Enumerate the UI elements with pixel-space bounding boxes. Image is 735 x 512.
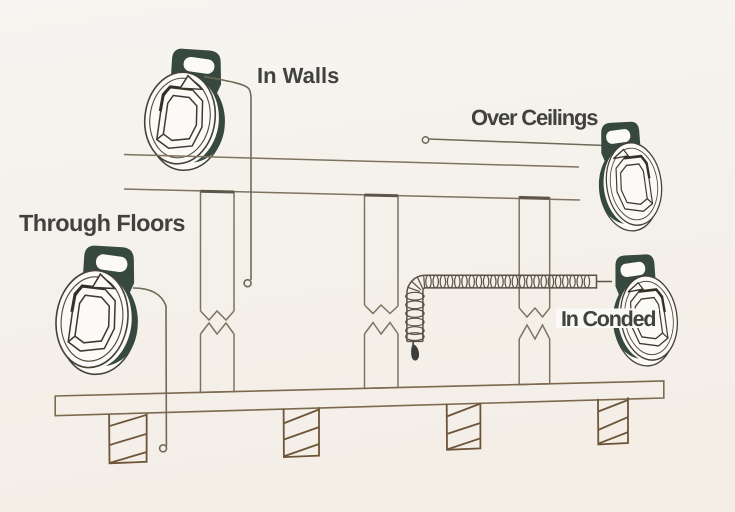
svg-text:Through Floors: Through Floors <box>19 210 185 236</box>
svg-text:Over Ceilings: Over Ceilings <box>471 105 598 130</box>
svg-text:In Conded: In Conded <box>561 307 655 331</box>
svg-text:In Walls: In Walls <box>257 63 339 88</box>
